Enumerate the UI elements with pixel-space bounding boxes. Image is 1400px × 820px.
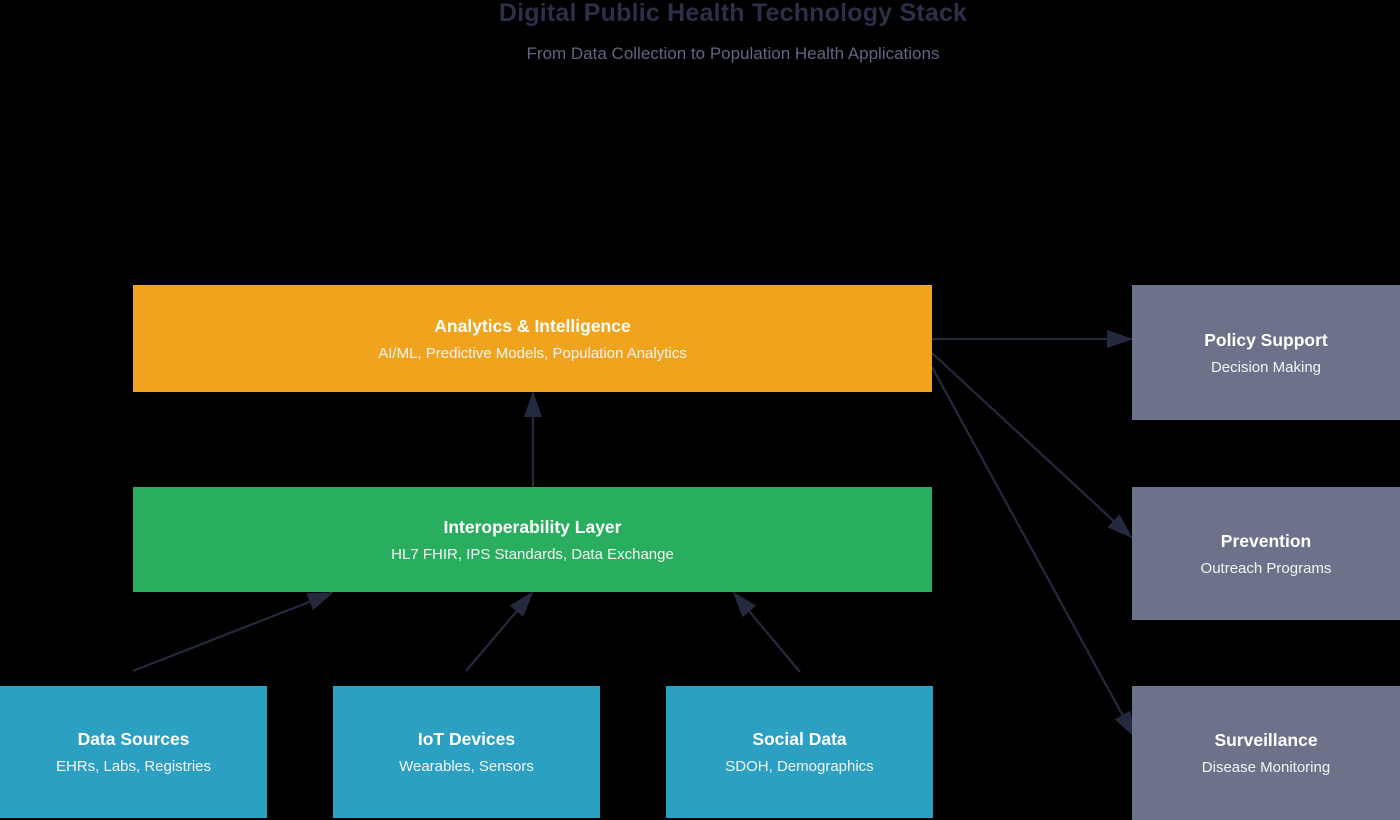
node-subtitle: Wearables, Sensors: [399, 758, 534, 775]
node-prevention: Prevention Outreach Programs: [1132, 487, 1400, 620]
node-social-data: Social Data SDOH, Demographics: [666, 686, 933, 818]
node-subtitle: SDOH, Demographics: [725, 758, 874, 775]
diagram-subtitle: From Data Collection to Population Healt…: [526, 44, 940, 63]
node-title: Policy Support: [1204, 329, 1328, 350]
edge-iot-to-interop: [465, 591, 534, 672]
edge-social-to-interop: [732, 591, 801, 673]
node-data-sources: Data Sources EHRs, Labs, Registries: [0, 686, 267, 818]
node-subtitle: Decision Making: [1210, 358, 1322, 376]
edge-analytics-to-prevention: [931, 352, 1133, 539]
node-title: Analytics & Intelligence: [434, 315, 631, 336]
node-title: Interoperability Layer: [443, 516, 622, 537]
node-title: IoT Devices: [417, 729, 516, 749]
node-policy-support: Policy Support Decision Making: [1132, 285, 1400, 420]
edge-datasources-to-interop: [132, 591, 334, 673]
node-subtitle: Outreach Programs: [1200, 559, 1332, 577]
node-subtitle: AI/ML, Predictive Models, Population Ana…: [378, 344, 687, 362]
node-iot-devices: IoT Devices Wearables, Sensors: [333, 686, 600, 818]
node-subtitle: EHRs, Labs, Registries: [55, 758, 212, 775]
node-interoperability-layer: Interoperability Layer HL7 FHIR, IPS Sta…: [133, 487, 932, 592]
node-title: Surveillance: [1214, 730, 1318, 750]
node-analytics-intelligence: Analytics & Intelligence AI/ML, Predicti…: [133, 285, 932, 392]
node-title: Data Sources: [77, 729, 190, 749]
node-title: Social Data: [752, 729, 847, 749]
diagram-title: Digital Public Health Technology Stack: [498, 0, 968, 27]
node-title: Prevention: [1220, 530, 1312, 551]
node-subtitle: Disease Monitoring: [1201, 759, 1331, 776]
edge-analytics-to-surveillance: [931, 366, 1135, 738]
node-surveillance: Surveillance Disease Monitoring: [1132, 686, 1400, 820]
node-subtitle: HL7 FHIR, IPS Standards, Data Exchange: [391, 545, 674, 563]
